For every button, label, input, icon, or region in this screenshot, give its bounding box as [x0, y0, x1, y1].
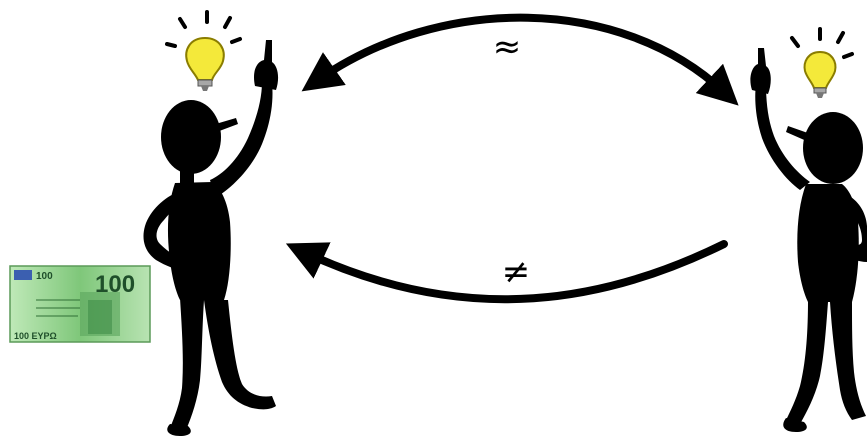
- banknote-small-denomination: 100 EYPΩ: [14, 331, 57, 341]
- approx-symbol: ≈: [493, 27, 522, 67]
- right-lightbulb-icon: [805, 52, 836, 98]
- not-equal-symbol: ≠: [502, 252, 531, 292]
- right-person-figure: [750, 29, 867, 432]
- banknote-large-denomination: 100: [95, 271, 135, 298]
- left-lightbulb-icon: [186, 38, 224, 91]
- banknote-image: 100 100 100 EYPΩ: [10, 266, 150, 342]
- eu-flag-icon: [14, 270, 32, 280]
- left-person-figure: [143, 12, 278, 436]
- banknote-corner-denomination: 100: [36, 271, 53, 282]
